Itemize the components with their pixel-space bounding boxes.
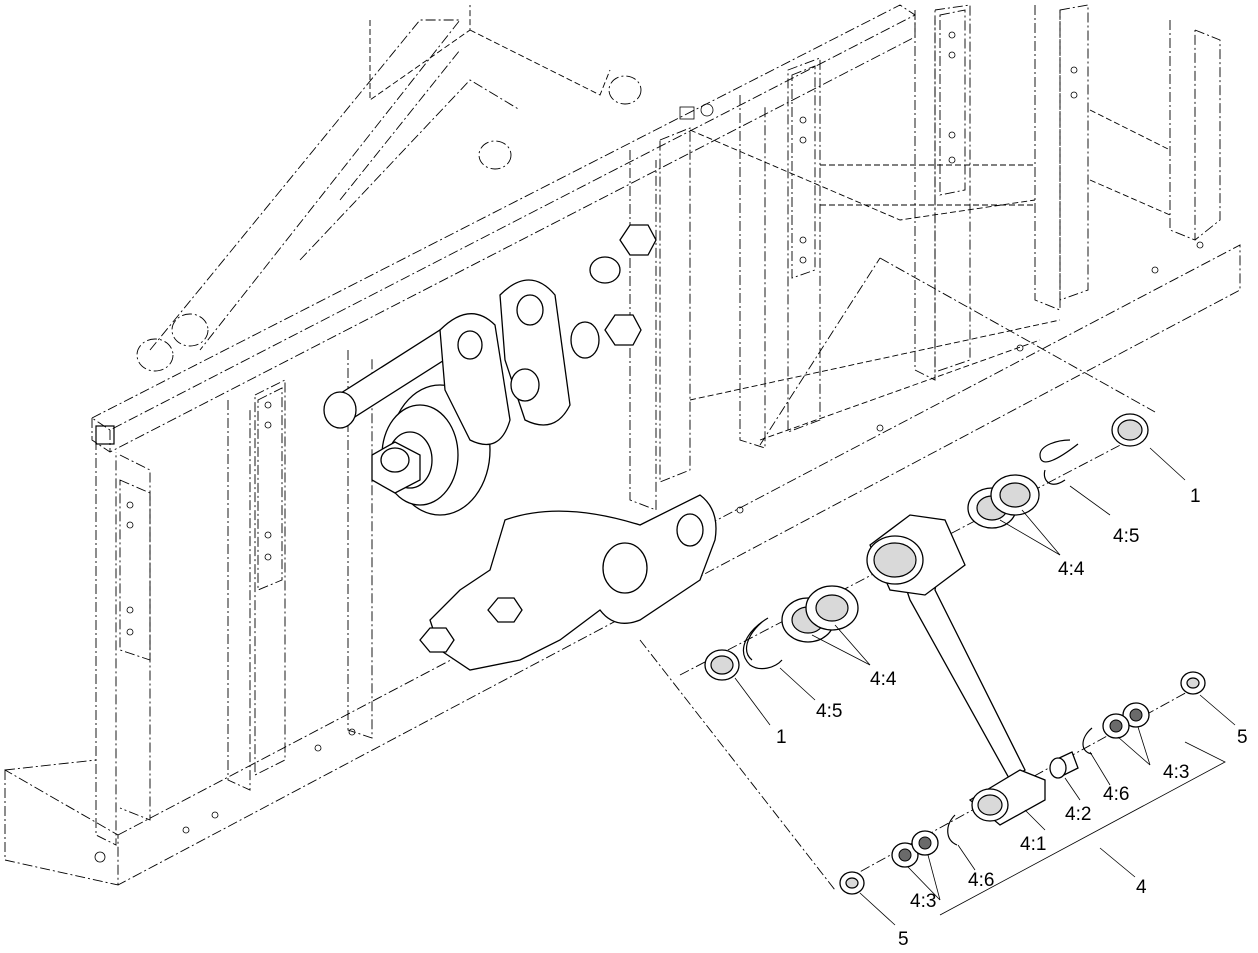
pivot-assembly (323, 224, 717, 671)
callout-4-3-right: 4:3 (1163, 762, 1189, 783)
callout-4-4-upper: 4:4 (1058, 559, 1085, 580)
callout-5-left: 5 (898, 929, 909, 950)
callout-4: 4 (1136, 877, 1147, 898)
leader-lines (734, 447, 1236, 926)
callout-4-5-left: 4:5 (816, 701, 842, 722)
exploded-parts (679, 413, 1206, 895)
callout-labels: 1 4:5 4:4 4:4 4:5 1 5 4:3 4:6 4:2 4:1 4 … (776, 486, 1248, 950)
callout-4-4-left: 4:4 (870, 669, 897, 690)
callout-4-2: 4:2 (1065, 804, 1091, 825)
callout-1-left: 1 (776, 727, 787, 748)
frame-phantom (4, 4, 1241, 891)
callout-5-right: 5 (1237, 727, 1248, 748)
callout-4-3-left: 4:3 (910, 891, 936, 912)
callout-4-6-left: 4:6 (968, 870, 994, 891)
callout-1-upper: 1 (1190, 486, 1201, 507)
callout-4-5-upper: 4:5 (1113, 526, 1139, 547)
callout-4-6-right: 4:6 (1103, 784, 1129, 805)
callout-4-1: 4:1 (1020, 834, 1046, 855)
frame-holes (94, 31, 1204, 863)
